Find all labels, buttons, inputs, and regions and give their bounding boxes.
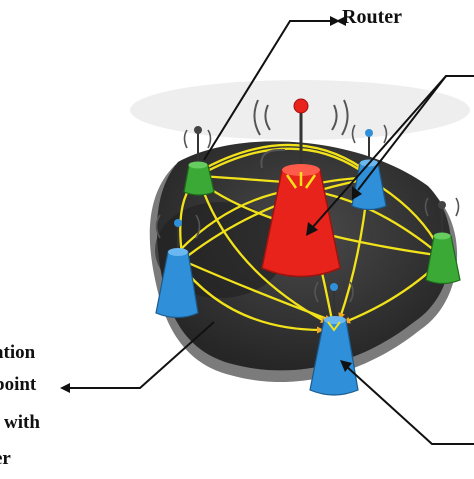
left-pointer-line xyxy=(68,321,215,389)
left-label-line-3: l with xyxy=(0,412,40,433)
access-point-icon xyxy=(424,197,461,285)
router-arrowhead xyxy=(330,16,340,26)
left-label-line-1: ation xyxy=(0,342,36,363)
link-green-blue1 xyxy=(197,143,364,174)
pointer-lines xyxy=(60,16,474,445)
link-blue2-blue1 xyxy=(184,177,364,259)
access-point-icon xyxy=(183,126,215,196)
left-label-line-2: point xyxy=(0,374,37,395)
bottom-pointer-line xyxy=(345,365,474,445)
router-pointer-line xyxy=(203,16,346,161)
router-body-pointer-line xyxy=(311,75,474,229)
link-green2-router xyxy=(316,189,441,256)
wifi-signal-icon xyxy=(253,99,261,136)
access-point-icon xyxy=(309,281,359,396)
access-point-icon xyxy=(155,214,201,319)
link-green-blue3 xyxy=(198,181,328,324)
router-label: Router xyxy=(342,6,402,28)
router-tower-icon xyxy=(253,98,349,278)
left-label-line-4: er xyxy=(0,448,11,469)
link-blue1-green xyxy=(198,147,361,177)
